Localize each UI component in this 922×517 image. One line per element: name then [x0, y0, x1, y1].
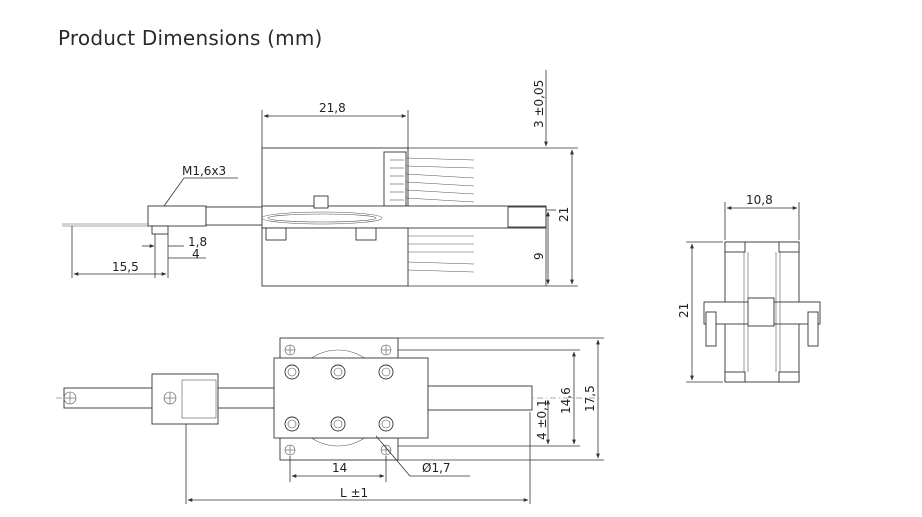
side-view: 10,8 21 — [677, 193, 821, 383]
dim-right-height-lower: 9 — [532, 252, 546, 260]
page-title: Product Dimensions (mm) — [58, 26, 323, 50]
dim-top-offset: 3 ±0,05 — [532, 80, 546, 128]
front-view: 21,8 3 ±0,05 21 9 M1,6x3 1,8 4 15,5 — [62, 70, 578, 287]
clamp-block — [147, 205, 207, 227]
dim-side-height: 21 — [677, 303, 691, 318]
plan-view: 17,5 14,6 4 ±0,1 14 Ø1,7 L ±1 — [56, 337, 604, 504]
screws — [284, 344, 394, 456]
dim-top-width: 21,8 — [319, 101, 346, 115]
dim-side-width: 10,8 — [746, 193, 773, 207]
dim-height-mid: 14,6 — [559, 387, 573, 414]
dim-screw-a: 1,8 — [188, 235, 207, 249]
dim-hole-diameter: Ø1,7 — [422, 461, 451, 475]
main-body-mid — [261, 205, 547, 229]
dim-left-length: 15,5 — [112, 260, 139, 274]
dim-right-height-total: 21 — [557, 207, 571, 222]
dim-bottom-spacing: 14 — [332, 461, 347, 475]
dim-length-total: L ±1 — [340, 486, 368, 500]
dim-screw-b: 4 — [192, 247, 200, 261]
dim-height-outer: 17,5 — [583, 385, 597, 412]
dim-offset-small: 4 ±0,1 — [535, 399, 549, 440]
dim-screw-label: M1,6x3 — [182, 164, 226, 178]
